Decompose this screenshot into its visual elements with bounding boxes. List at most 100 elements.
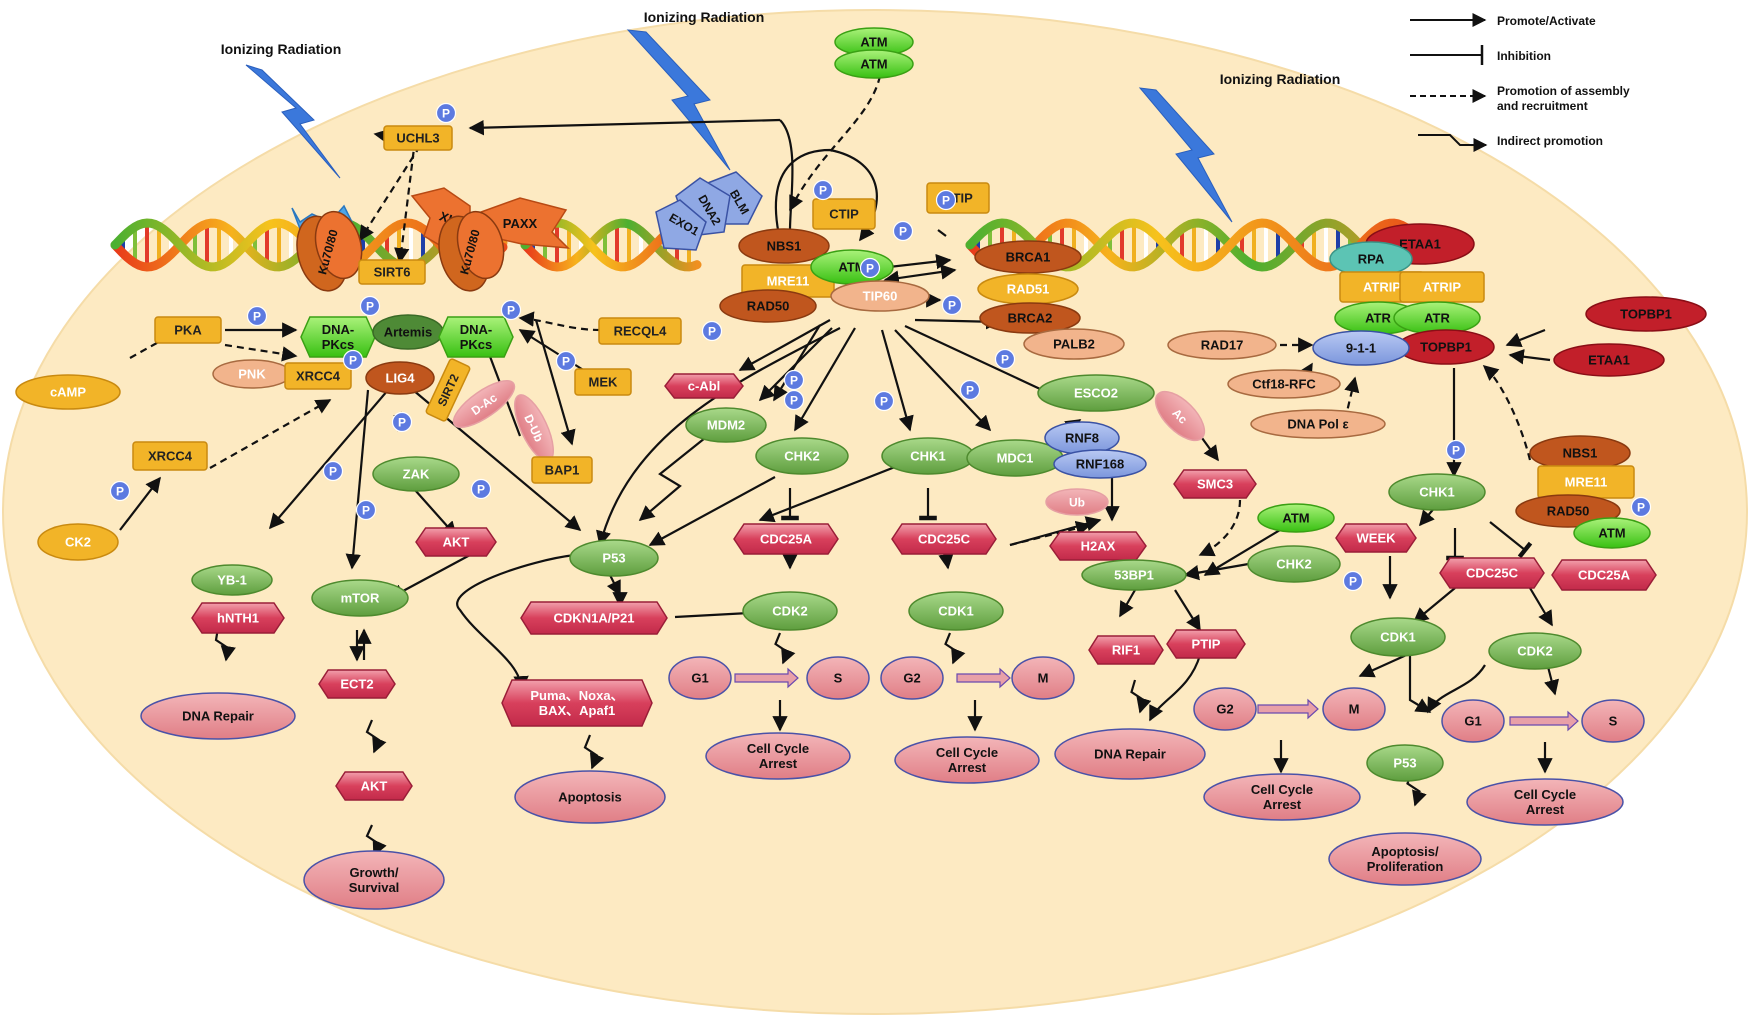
hnth1-node-label: hNTH1 (217, 611, 259, 626)
rpa-node: RPA (1329, 241, 1413, 277)
g2-right-node-shape (1193, 687, 1257, 731)
rpa-node-label: RPA (1358, 252, 1385, 267)
sirt6-box-shape (358, 259, 426, 285)
g2-node-shape (880, 656, 944, 700)
cdk2-node-shape (742, 591, 838, 631)
phospho-icon: P (941, 294, 963, 316)
phospho-icon: P (391, 411, 413, 433)
pka-box-shape (154, 316, 222, 344)
cdk1-node-shape (908, 591, 1004, 631)
dnapol-node-label: DNA Pol ε (1287, 417, 1348, 432)
dnapkcs-left-label: PKcs (322, 337, 355, 352)
phospho-label: P (349, 354, 357, 368)
m-node-label: M (1038, 671, 1049, 686)
legend-indirect: Indirect promotion (1497, 134, 1603, 148)
apoptosis-node-label: Apoptosis (558, 790, 622, 805)
pathway-edge (1198, 499, 1242, 557)
brca1-node-shape (974, 240, 1082, 274)
phospho-icon: P (355, 499, 377, 521)
ect2-node: ECT2 (318, 669, 396, 699)
zak-node-shape (372, 456, 460, 492)
phospho-label: P (790, 394, 798, 408)
ub-node: Ub (1045, 488, 1109, 516)
ub-node-shape (1045, 488, 1109, 516)
atm-mid-node-label: ATM (838, 260, 865, 275)
akt-node-1-shape (415, 527, 497, 557)
lig4-node: LIG4 (365, 361, 435, 395)
cdk2-node: CDK2 (742, 591, 838, 631)
dnapkcs-left: DNA-PKcs (300, 316, 376, 358)
mdm2-node: MDM2 (685, 407, 767, 443)
mre11-right-box-label: MRE11 (1565, 475, 1608, 490)
phospho-icon: P (873, 390, 895, 412)
ptip-node-shape (1166, 629, 1246, 659)
phospho-icon: P (994, 348, 1016, 370)
ect2-node-shape (318, 669, 396, 699)
uchl3-box-shape (383, 125, 453, 151)
palb2-node-label: PALB2 (1053, 337, 1095, 352)
pathway-edge (794, 327, 856, 432)
atm-mid-node: ATM (810, 249, 894, 285)
chk2-b-node-label: CHK2 (1276, 557, 1311, 572)
arrest-r2-node-shape (1466, 778, 1624, 826)
phospho-icon: P (109, 480, 131, 502)
cdc25c-node-label: CDC25C (918, 532, 971, 547)
palb2-node: PALB2 (1023, 328, 1125, 360)
dna-repair-node-label: DNA Repair (182, 709, 254, 724)
pathway-edge (209, 399, 332, 469)
pathway-edge (880, 329, 914, 432)
g1-right-node-shape (1441, 699, 1505, 743)
ctf18-node-label: Ctf18-RFC (1252, 377, 1316, 392)
pathway-edge (638, 429, 716, 521)
atm-53bp1-node: ATM (1257, 503, 1335, 533)
phospho-icon: P (1445, 439, 1467, 461)
m-right-node-label: M (1349, 702, 1360, 717)
cdc25a-right-node: CDC25A (1551, 559, 1657, 591)
akt-node-1: AKT (415, 527, 497, 557)
phospho-icon: P (322, 460, 344, 482)
radiation-label-right: Ionizing Radiation (1220, 71, 1341, 87)
puma-node: Puma、Noxa、BAX、Apaf1 (501, 679, 653, 727)
phospho-icon: P (342, 349, 364, 371)
mtor-node-label: mTOR (341, 591, 380, 606)
phospho-label: P (790, 374, 798, 388)
phospho-label: P (507, 304, 515, 318)
pathway-edge (1408, 652, 1432, 713)
nbs1-node-label: NBS1 (767, 239, 802, 254)
dnapkcs-right-label: DNA- (460, 322, 493, 337)
phospho-icon: P (359, 295, 381, 317)
akt-node-2-label: AKT (361, 779, 388, 794)
mre11-right-box: MRE11 (1537, 465, 1635, 499)
arrest-2-node-shape (894, 736, 1040, 784)
cdc25c-right-node: CDC25C (1439, 557, 1545, 589)
rnf8-node-label: RNF8 (1065, 431, 1099, 446)
pathway-edge (345, 389, 370, 570)
pathway-edge (583, 734, 605, 770)
apoptosis-node-shape (514, 770, 666, 824)
chk2-b-node: CHK2 (1247, 545, 1341, 583)
rad17-node: RAD17 (1167, 330, 1277, 360)
cabl-node-label: c-Abl (688, 379, 721, 394)
rad51-node: RAD51 (977, 273, 1079, 305)
phospho-label: P (866, 262, 874, 276)
camp-node-shape (15, 374, 121, 410)
chk2-node: CHK2 (755, 437, 849, 475)
phospho-label: P (329, 465, 337, 479)
pathway-edge (214, 627, 236, 662)
pathway-edge (1130, 679, 1152, 714)
bap1-box-label: BAP1 (545, 463, 580, 478)
palb2-node-shape (1023, 328, 1125, 360)
g1-node-label: G1 (691, 671, 708, 686)
mre11-box-label: MRE11 (767, 274, 810, 289)
chk2-b-node-shape (1247, 545, 1341, 583)
mek-box-shape (574, 368, 632, 396)
nbs1-node-shape (738, 228, 830, 264)
phospho-label: P (253, 310, 261, 324)
cdc25c-right-node-shape (1439, 557, 1545, 589)
atr-node-1-label: ATR (1365, 311, 1391, 326)
legend-assembly-2: and recruitment (1497, 99, 1588, 113)
hnth1-node: hNTH1 (191, 602, 285, 634)
smc3-node-label: SMC3 (1197, 477, 1233, 492)
pathway-edge (129, 329, 182, 359)
